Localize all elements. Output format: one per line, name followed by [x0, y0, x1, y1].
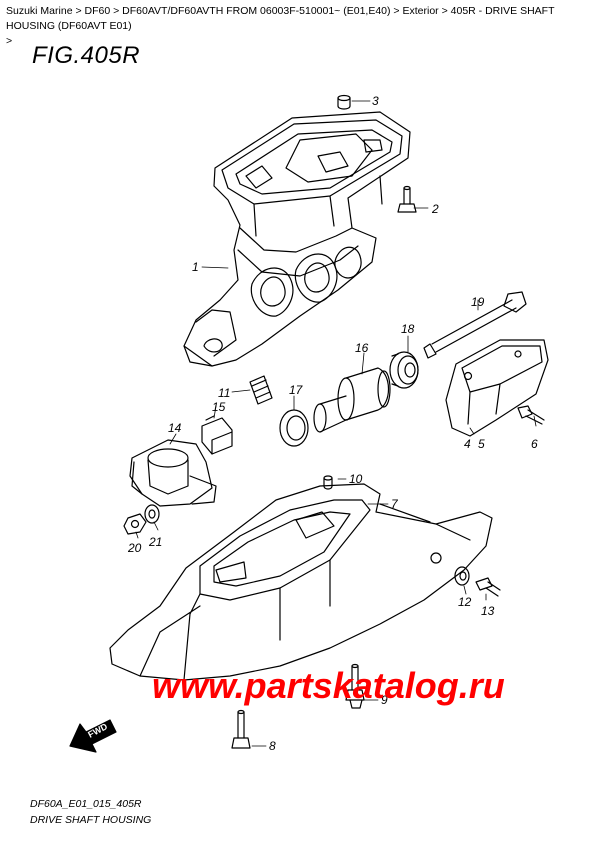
callout-19: 19 — [471, 295, 485, 309]
breadcrumb-link-category[interactable]: Exterior — [402, 5, 439, 17]
part-1-upper-housing — [183, 111, 411, 367]
callout-13: 13 — [481, 604, 495, 618]
breadcrumb-link-variant[interactable]: DF60AVT/DF60AVTH FROM 06003F-510001~ (E0… — [122, 5, 391, 17]
callouts: 3 2 1 19 18 16 17 11 15 14 6 4 5 10 7 20… — [127, 94, 538, 753]
breadcrumb-separator: > — [110, 5, 123, 17]
part-20-nut — [123, 513, 147, 535]
part-10-plug — [323, 475, 333, 490]
callout-3: 3 — [372, 94, 379, 108]
callout-11: 11 — [218, 386, 230, 400]
part-15-bracket — [201, 415, 233, 455]
drawing-code: DF60A_E01_015_405R — [30, 798, 142, 810]
callout-7: 7 — [391, 497, 399, 511]
breadcrumb-link-brand[interactable]: Suzuki Marine — [6, 5, 73, 17]
callout-9: 9 — [381, 693, 388, 707]
part-12-grommet — [454, 566, 470, 586]
part-17-seal — [279, 409, 309, 447]
callout-1: 1 — [192, 260, 199, 274]
fwd-arrow-icon: FWD — [69, 719, 117, 753]
callout-17: 17 — [289, 383, 304, 397]
breadcrumb: Suzuki Marine > DF60 > DF60AVT/DF60AVTH … — [6, 4, 594, 49]
callout-20: 20 — [127, 541, 142, 555]
leader-lines — [135, 100, 537, 747]
callout-12: 12 — [458, 595, 472, 609]
callout-16: 16 — [355, 341, 369, 355]
breadcrumb-current: 405R - DRIVE SHAFT HOUSING (DF60AVT E01) — [6, 5, 555, 32]
breadcrumb-separator: > — [390, 5, 403, 17]
part-4-5-side-cover — [445, 339, 549, 437]
callout-10: 10 — [349, 472, 363, 486]
part-6-bolt — [517, 405, 545, 425]
part-7-lower-housing — [109, 483, 493, 681]
callout-4: 4 — [464, 437, 471, 451]
part-11-grommet — [249, 375, 273, 405]
callout-2: 2 — [431, 202, 439, 216]
part-8-bolt — [231, 709, 251, 749]
callout-8: 8 — [269, 739, 276, 753]
part-13-bolt — [475, 577, 501, 597]
callout-6: 6 — [531, 437, 538, 451]
callout-14: 14 — [168, 421, 182, 435]
watermark: www.partskatalog.ru — [152, 665, 505, 706]
part-14-mount — [129, 439, 217, 507]
drawing-caption: DRIVE SHAFT HOUSING — [30, 814, 152, 826]
part-19-long-bolt — [423, 291, 527, 359]
part-2-bolt — [397, 185, 417, 213]
callout-21: 21 — [148, 535, 162, 549]
callout-5: 5 — [478, 437, 485, 451]
part-21-washer — [144, 504, 160, 524]
breadcrumb-trailing: > — [6, 35, 13, 47]
callout-18: 18 — [401, 322, 415, 336]
breadcrumb-separator: > — [72, 5, 85, 17]
part-16-bushing — [313, 367, 391, 433]
part-18-bearing — [389, 351, 419, 389]
breadcrumb-separator: > — [438, 5, 451, 17]
part-3-plug — [337, 94, 351, 110]
figure-title: FIG.405R — [32, 42, 141, 69]
callout-15: 15 — [212, 400, 226, 414]
breadcrumb-link-model[interactable]: DF60 — [84, 5, 111, 17]
